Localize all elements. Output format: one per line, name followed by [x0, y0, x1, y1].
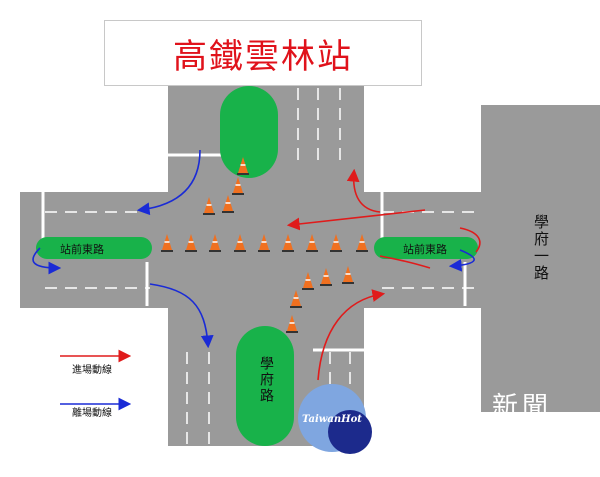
- traffic-cone: [320, 268, 332, 286]
- entry-route-arrows: [286, 168, 481, 381]
- watermark-logo: TaiwanHot: [302, 414, 362, 425]
- traffic-cone: [342, 266, 354, 284]
- exit-route-arrows: [32, 149, 475, 349]
- traffic-cone: [237, 157, 249, 175]
- north-median: [220, 86, 278, 178]
- traffic-cone: [258, 234, 270, 252]
- traffic-cone: [222, 195, 234, 213]
- traffic-cone: [161, 234, 173, 252]
- traffic-cone: [185, 234, 197, 252]
- east-median: [374, 237, 478, 259]
- watermark-circle-dark: [328, 410, 372, 454]
- east-median-label: 站前東路: [403, 243, 447, 256]
- east-road-block: [481, 105, 600, 412]
- title-box: 高鐵雲林站: [104, 20, 422, 86]
- traffic-cone: [290, 290, 302, 308]
- traffic-cone: [234, 234, 246, 252]
- traffic-cone: [356, 234, 368, 252]
- traffic-cone: [232, 177, 244, 195]
- traffic-cone: [286, 315, 298, 333]
- east-road-label: 學府一路: [532, 214, 550, 282]
- traffic-cone: [282, 234, 294, 252]
- traffic-cones: [161, 157, 368, 333]
- traffic-cone: [330, 234, 342, 252]
- traffic-cone: [306, 234, 318, 252]
- page-title: 高鐵雲林站: [173, 36, 353, 77]
- traffic-cone: [302, 272, 314, 290]
- traffic-cone: [209, 234, 221, 252]
- west-median: [36, 237, 152, 259]
- legend-entry-label: 進場動線: [72, 365, 112, 376]
- legend-exit-label: 離場動線: [72, 408, 112, 419]
- south-median-label: 學府路: [258, 356, 274, 404]
- south-median: [236, 326, 294, 446]
- west-median-label: 站前東路: [60, 243, 104, 256]
- traffic-cone: [203, 197, 215, 215]
- watermark-text: 新聞: [492, 392, 553, 422]
